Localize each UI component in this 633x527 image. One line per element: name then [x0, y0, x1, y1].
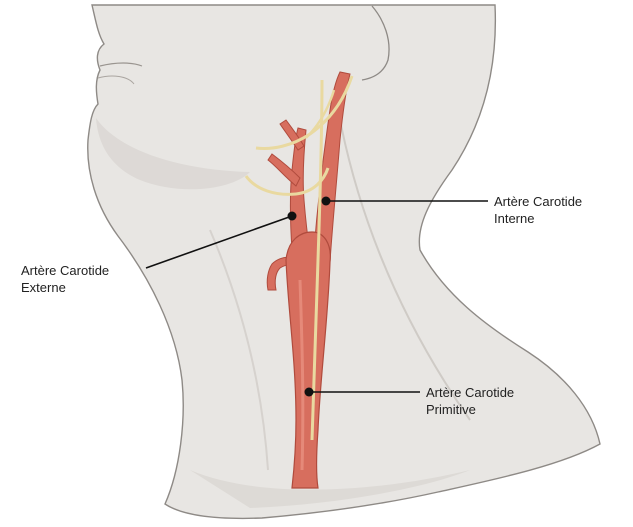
label-internal-line1: Artère Carotide	[494, 193, 582, 210]
internal-marker-dot	[322, 197, 331, 206]
label-internal-line2: Interne	[494, 210, 582, 227]
label-external-line2: Externe	[21, 279, 109, 296]
common-marker-dot	[305, 388, 314, 397]
external-marker-dot	[288, 212, 297, 221]
label-common-line1: Artère Carotide	[426, 384, 514, 401]
label-internal-carotid: Artère Carotide Interne	[494, 193, 582, 227]
label-common-line2: Primitive	[426, 401, 514, 418]
label-external-line1: Artère Carotide	[21, 262, 109, 279]
label-external-carotid: Artère Carotide Externe	[21, 262, 109, 296]
label-common-carotid: Artère Carotide Primitive	[426, 384, 514, 418]
